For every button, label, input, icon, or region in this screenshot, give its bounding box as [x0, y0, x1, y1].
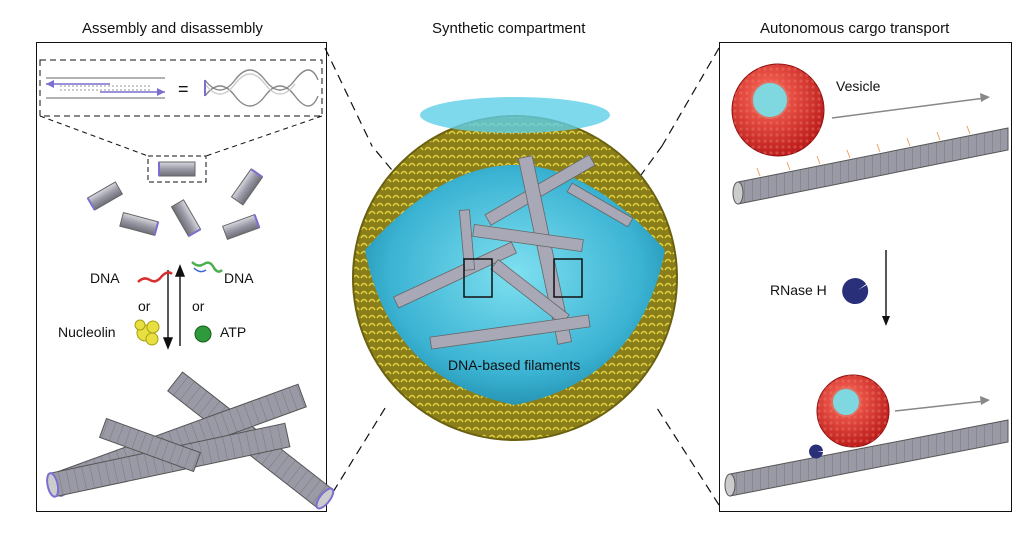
rnase-icon	[842, 278, 869, 305]
assembled-filaments	[46, 371, 335, 510]
connector-left-bottom	[324, 404, 388, 506]
track-bottom	[724, 419, 1009, 497]
rnase-bottom-icon	[809, 444, 823, 459]
vesicle-bottom	[816, 374, 890, 448]
filaments-label: DNA-based filaments	[448, 357, 581, 373]
title-compartment: Synthetic compartment	[432, 20, 586, 37]
synthetic-compartment	[352, 97, 678, 441]
atp-label: ATP	[220, 324, 247, 340]
duplex-helix	[204, 69, 319, 107]
connector-left-top	[324, 47, 373, 147]
dna-left-label: DNA	[90, 270, 120, 286]
duplex-inset	[39, 59, 323, 117]
duplex-schematic	[46, 77, 165, 99]
motion-arrow-bottom	[894, 400, 986, 412]
atp-icon	[194, 325, 212, 343]
motion-arrow-top	[831, 97, 986, 119]
nucleolin-label: Nucleolin	[58, 324, 116, 340]
dna-right-label: DNA	[224, 270, 254, 286]
connector-right-bottom	[654, 404, 720, 506]
rnase-label: RNase H	[770, 282, 827, 298]
equilibrium-arrows	[162, 264, 186, 350]
title-transport: Autonomous cargo transport	[760, 20, 950, 37]
connector-right-top	[661, 47, 720, 147]
vesicle-top	[731, 63, 825, 157]
zoom-box-assembly	[463, 258, 493, 298]
zoom-box-transport	[553, 258, 583, 298]
monomer-tubes	[86, 161, 264, 241]
or-right-label: or	[192, 298, 205, 314]
nucleolin-icon	[134, 319, 160, 346]
or-left-label: or	[138, 298, 151, 314]
equals-sign: =	[178, 79, 189, 99]
dna-green-icon	[191, 261, 223, 273]
dna-red-icon	[137, 271, 173, 283]
zoom-box	[147, 155, 207, 183]
title-assembly: Assembly and disassembly	[82, 20, 263, 37]
track-top	[732, 125, 1009, 205]
vesicle-label: Vesicle	[836, 78, 881, 94]
